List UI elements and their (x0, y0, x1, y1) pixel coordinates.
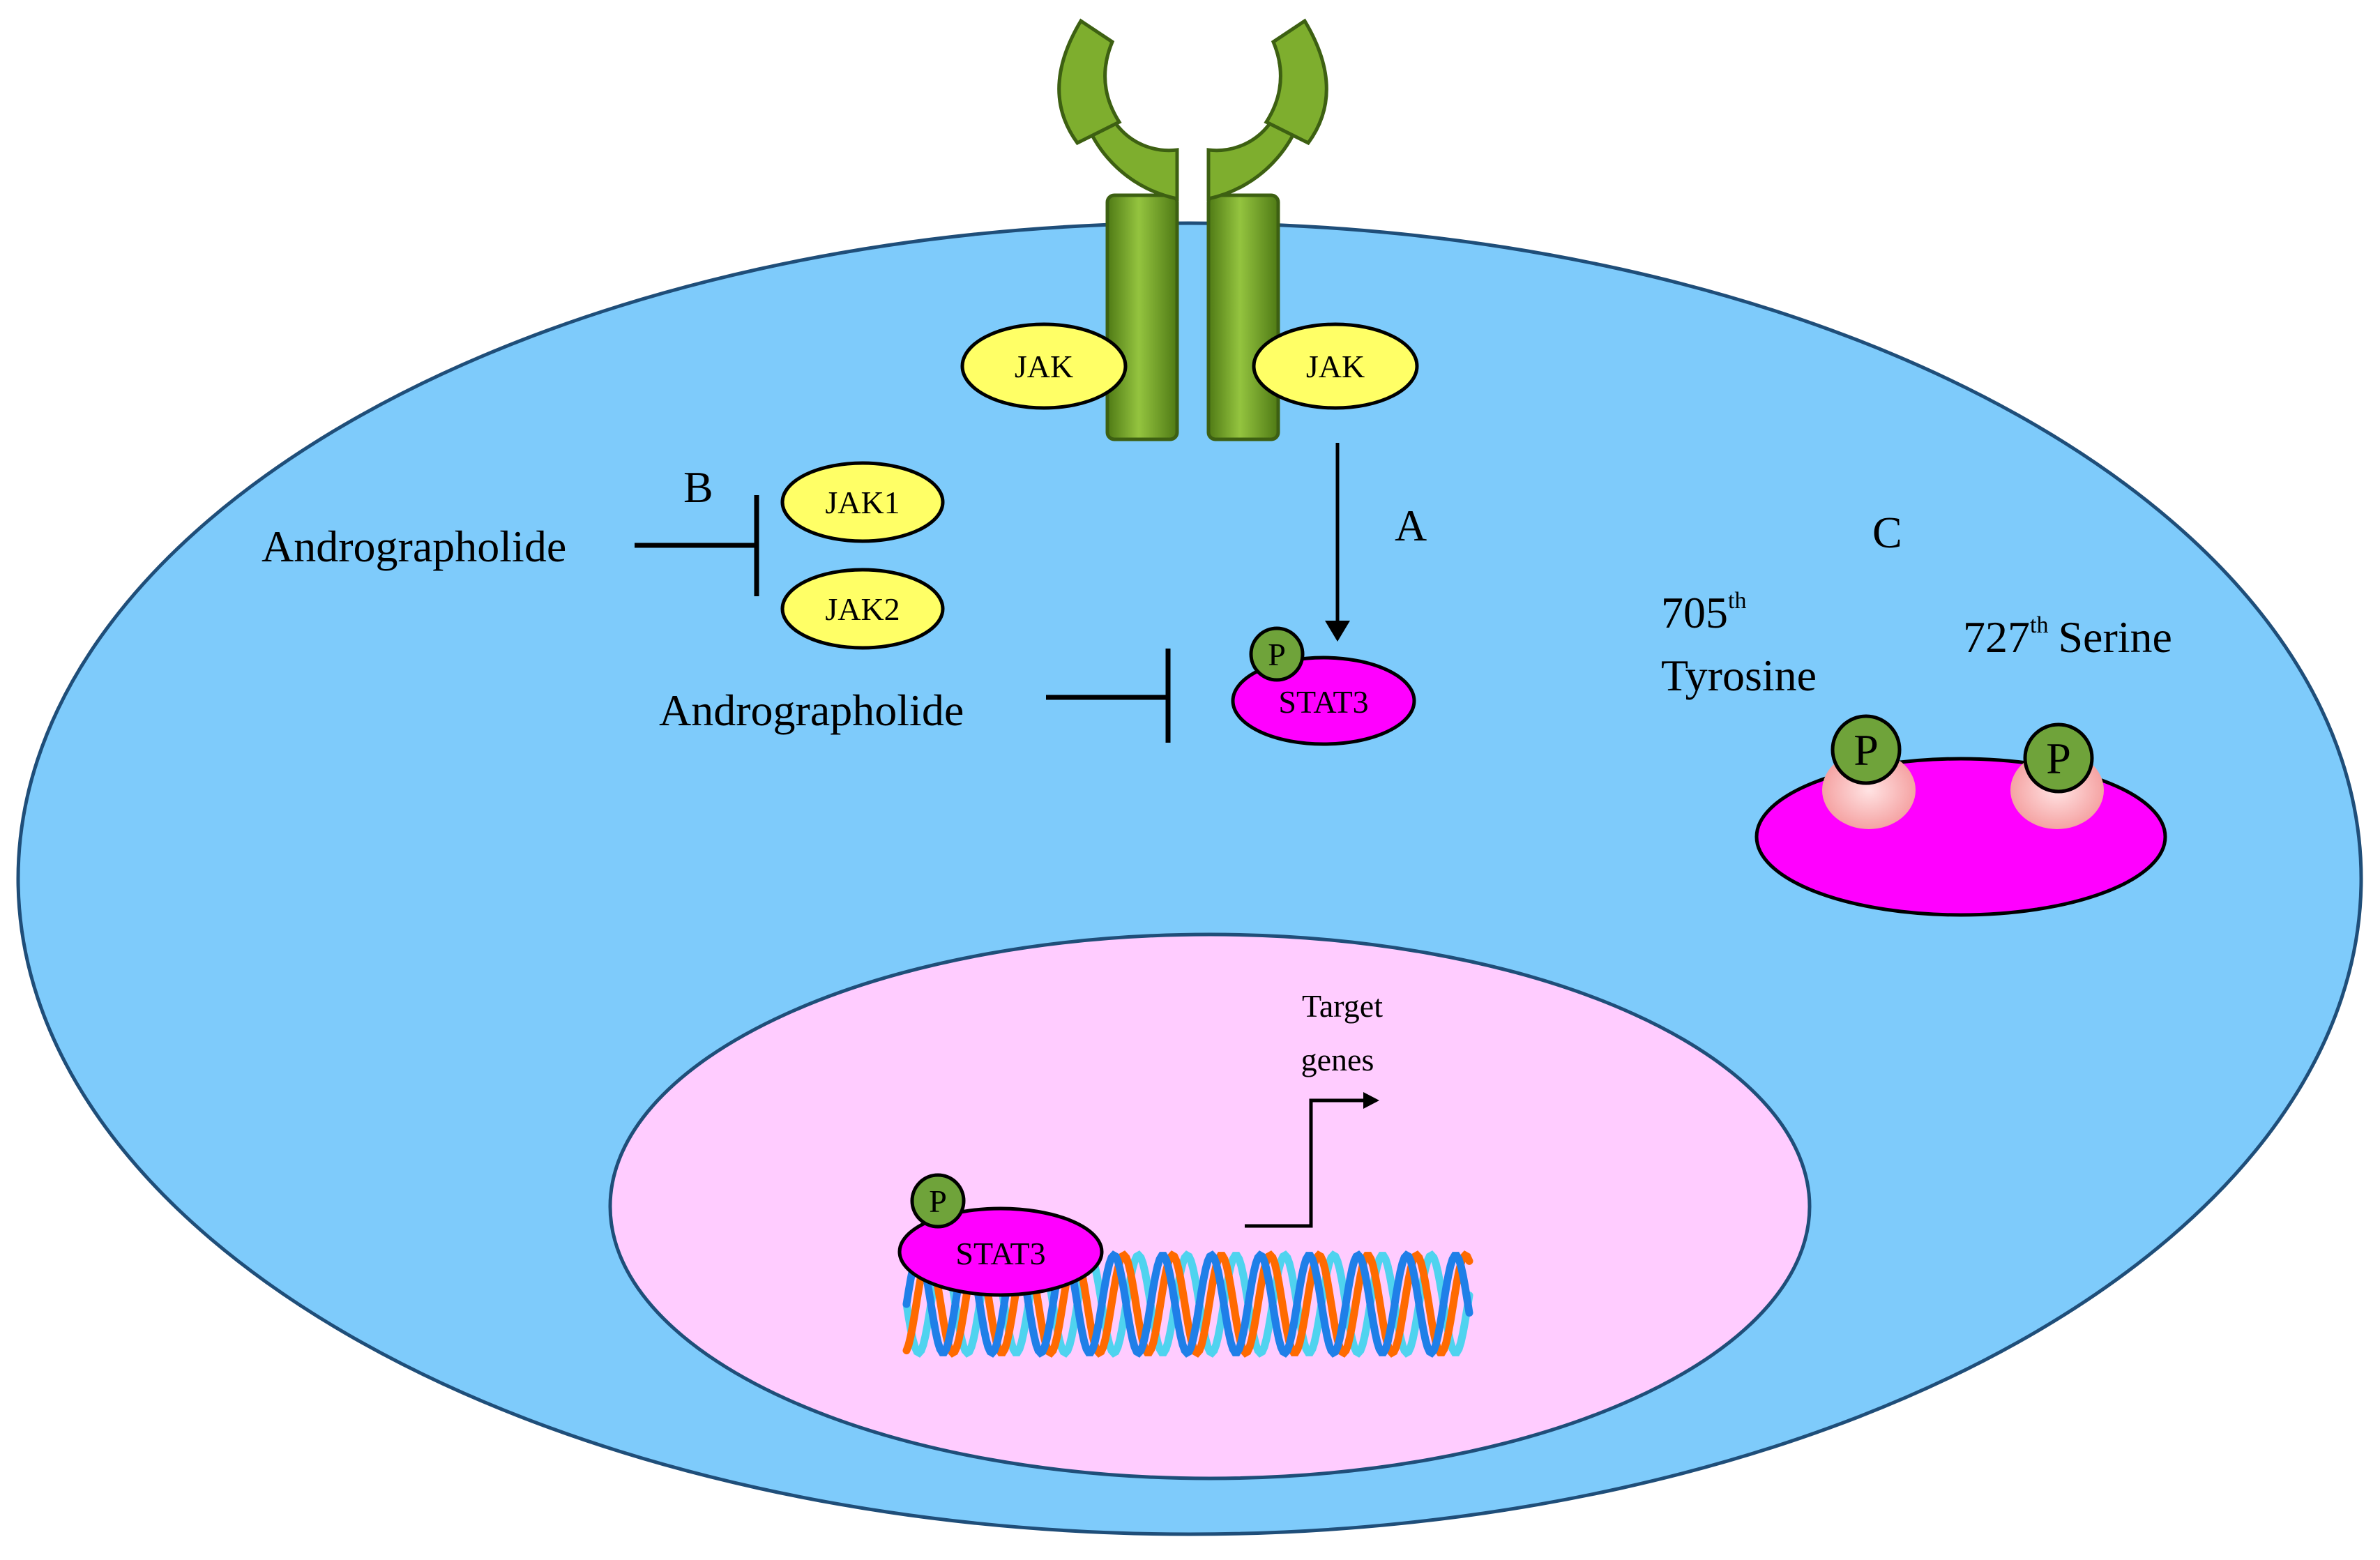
inhibition-bar-b (635, 495, 759, 596)
site-727-label: 727th Serine (1963, 612, 2172, 662)
pathway-c-label: C (1872, 508, 1902, 557)
stat3-nucleus-label: STAT3 (955, 1236, 1045, 1271)
jak1: JAK1 (780, 461, 945, 543)
nucleus (608, 932, 1812, 1481)
phospho-cytoplasm-label: P (1268, 637, 1286, 672)
site-705-residue: Tyrosine (1661, 651, 1817, 700)
jak2: JAK2 (780, 568, 945, 650)
site-727-residue: Serine (2058, 612, 2172, 662)
jak2-label: JAK2 (825, 591, 900, 627)
dna-strand (902, 1250, 1473, 1358)
arrow-a (1325, 443, 1350, 642)
stat3-cytoplasm-label: STAT3 (1278, 684, 1368, 720)
site-727-number: 727 (1963, 612, 2030, 662)
phospho-705: P (1831, 714, 1902, 785)
phospho-727: P (2023, 722, 2094, 794)
inhibition-bar-a (1046, 649, 1171, 743)
jak-right: JAK (1252, 322, 1419, 410)
jak-right-label: JAK (1306, 349, 1365, 384)
site-705-label: 705th Tyrosine (1661, 588, 1817, 700)
phospho-727-label: P (2046, 734, 2071, 783)
site-727-suffix: th (2030, 612, 2048, 638)
pathway-b-label: B (683, 462, 713, 512)
jak-left: JAK (960, 322, 1128, 410)
andrographolide-label-b: Andrographolide (262, 522, 566, 571)
svg-text:705th: 705th (1661, 588, 1746, 637)
andrographolide-label-a: Andrographolide (659, 686, 964, 735)
dna-strand (902, 1250, 1473, 1358)
site-705-suffix: th (1728, 588, 1746, 614)
transcription-arrow (1245, 1092, 1379, 1228)
phospho-nucleus-label: P (929, 1183, 947, 1219)
target-genes-line1: Target (1302, 988, 1383, 1024)
phospho-cytoplasm: P (1249, 626, 1305, 682)
jak1-label: JAK1 (825, 485, 900, 520)
phospho-705-label: P (1854, 725, 1879, 775)
receptor-left (1057, 18, 1179, 441)
stat3-nucleus: STAT3 (897, 1206, 1104, 1297)
target-genes-line2: genes (1301, 1042, 1374, 1077)
phospho-nucleus: P (910, 1173, 966, 1229)
site-705-number: 705 (1661, 588, 1728, 637)
pathway-a-label: A (1395, 501, 1427, 550)
jak-left-label: JAK (1015, 349, 1073, 384)
